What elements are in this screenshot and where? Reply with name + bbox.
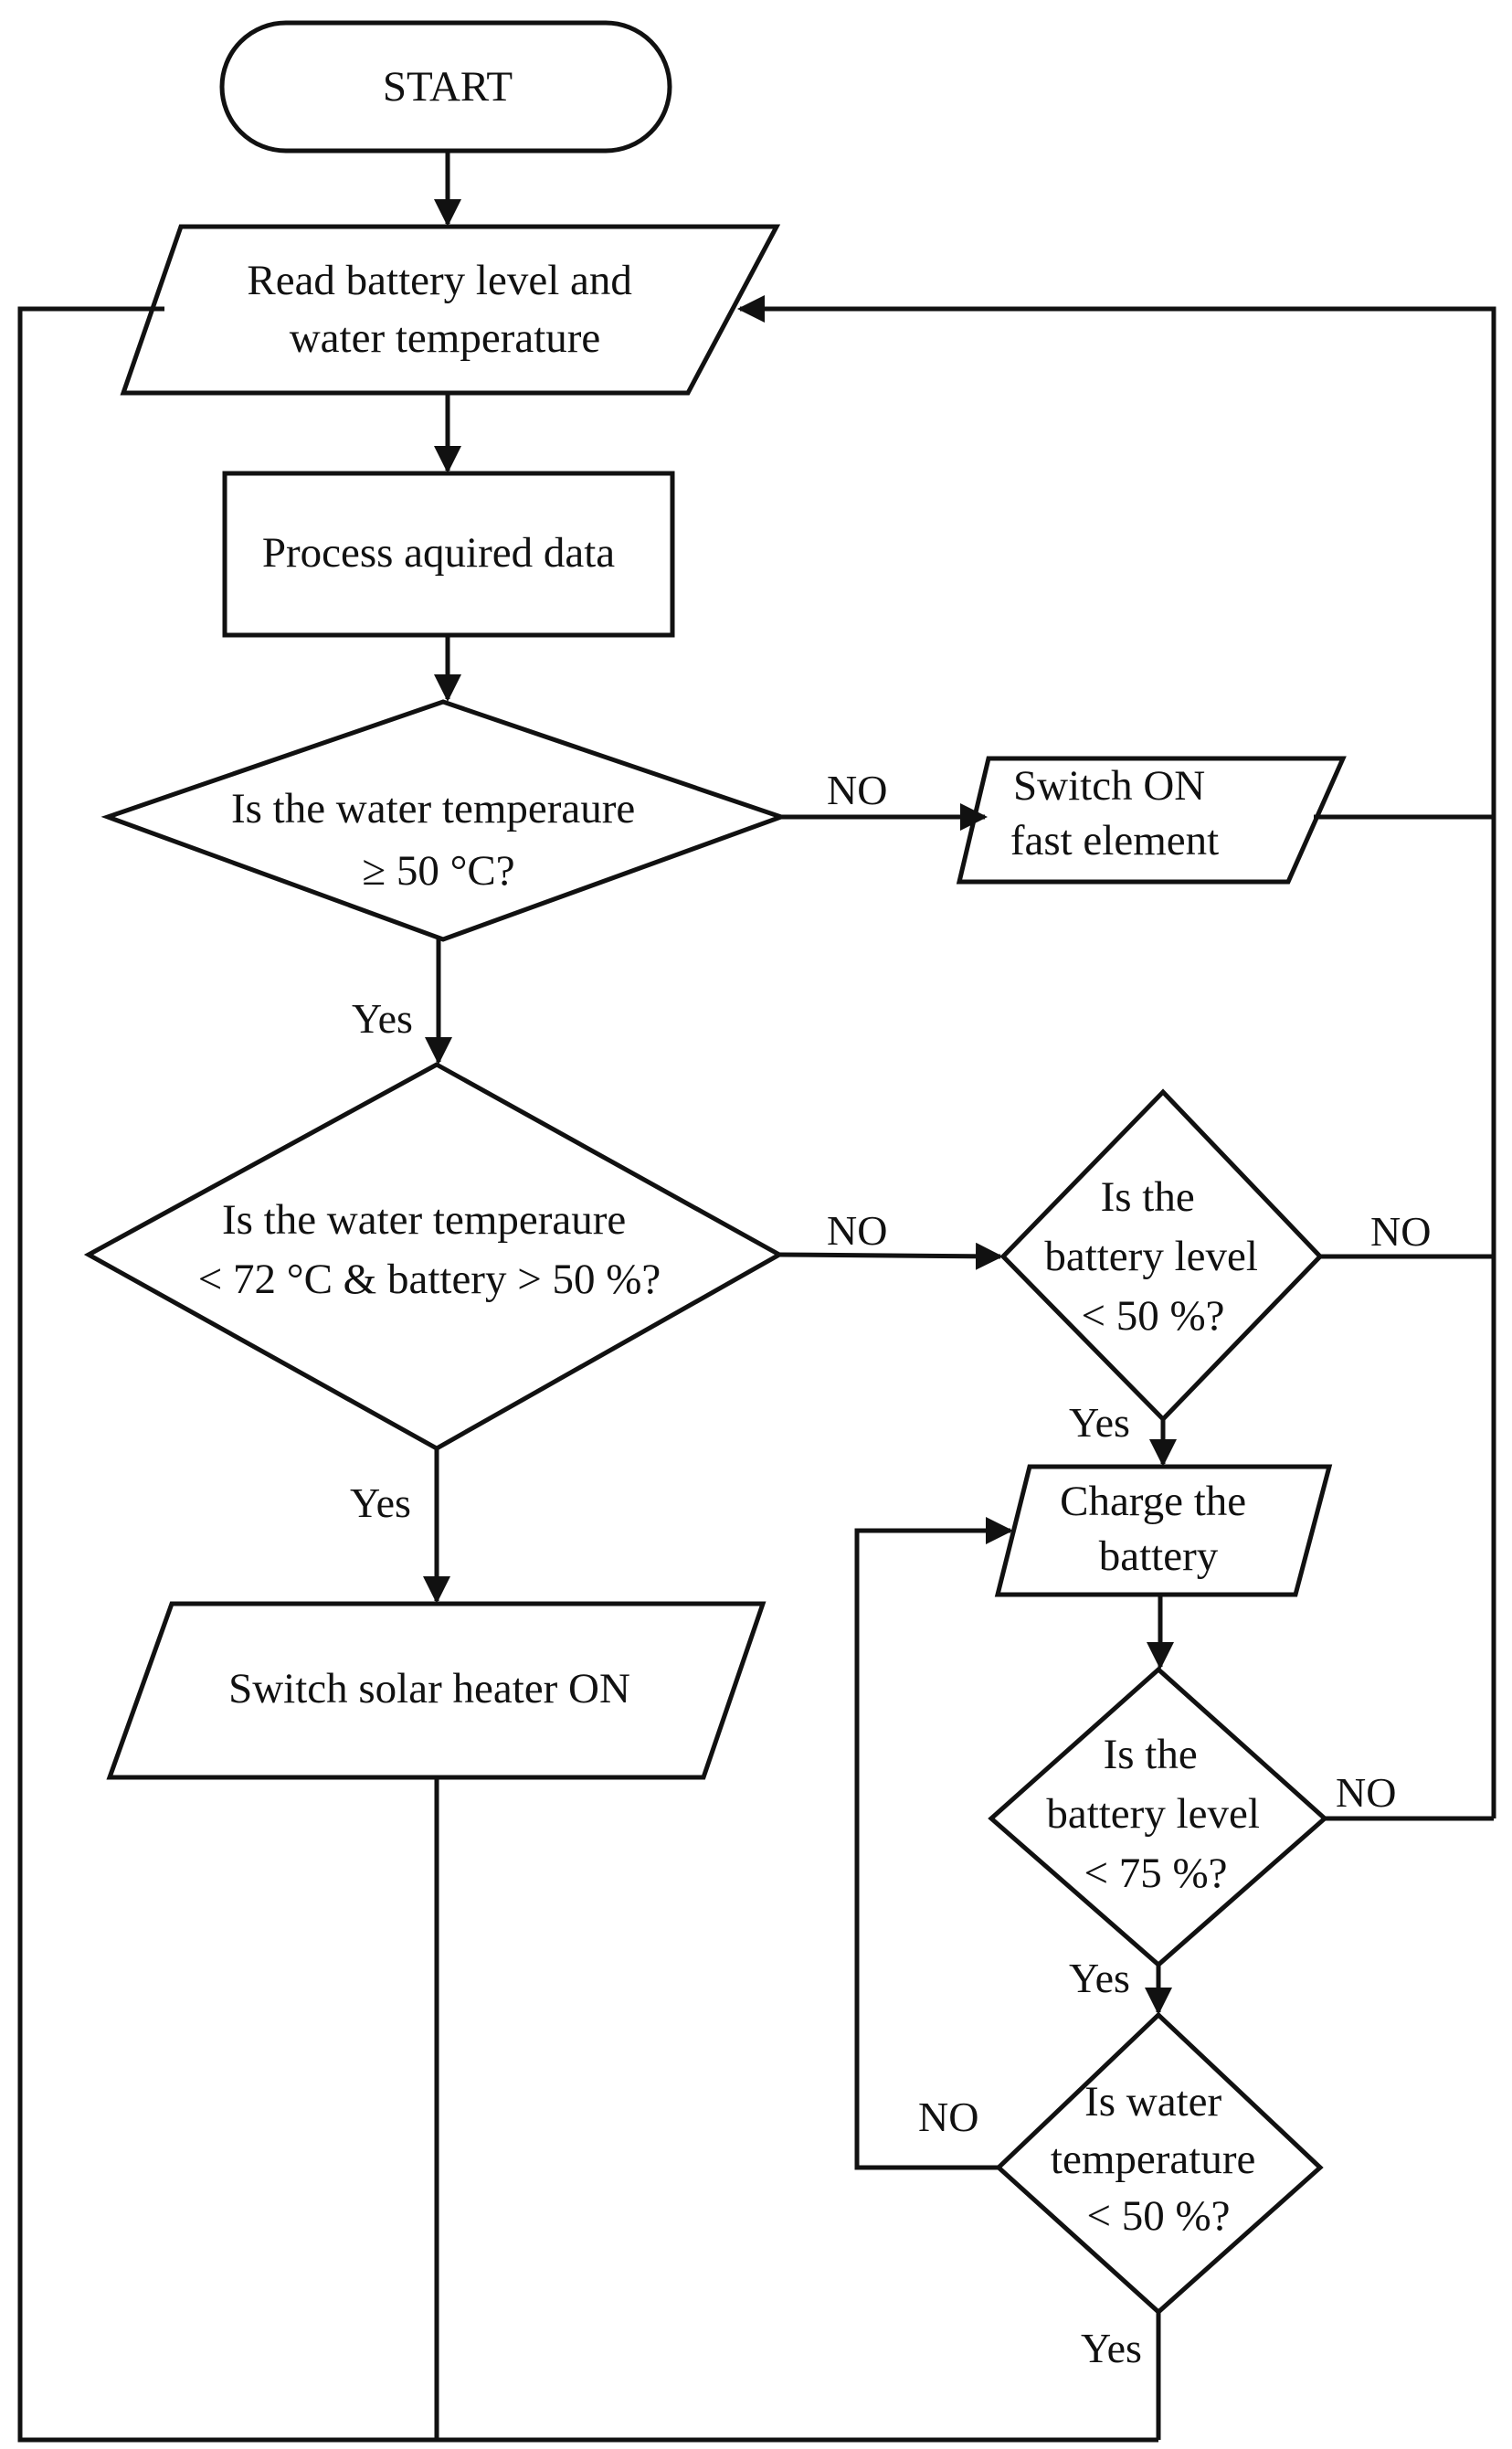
d2-no-label: NO <box>827 1207 887 1254</box>
solar-label: Switch solar heater ON <box>228 1665 630 1712</box>
fast-element-label: Switch ON fast element <box>1010 762 1219 864</box>
d1-yes-label: Yes <box>352 995 413 1042</box>
d1-no-label: NO <box>827 767 887 813</box>
d4-label: Is the battery level < 75 %? <box>1046 1731 1270 1897</box>
fast-element-parallelogram <box>956 756 1347 885</box>
solar-heater-parallelogram <box>106 1601 767 1780</box>
d2-yes-label: Yes <box>350 1479 411 1526</box>
loop-d5-no-to-charge <box>854 1517 1013 2170</box>
d1-label: Is the water temperaure ≥ 50 °C? <box>231 785 646 895</box>
start-label: START <box>383 63 513 111</box>
loop-right-return-to-read <box>737 295 1496 1818</box>
decision-water-temp-50 <box>100 699 788 942</box>
charge-battery-parallelogram <box>994 1464 1333 1597</box>
arrow-d2-no-to-d3 <box>778 1242 1003 1270</box>
d4-yes-label: Yes <box>1069 1955 1130 2001</box>
read-label: Read battery level and water temperature <box>247 257 642 362</box>
node-labels: START Read battery level and water tempe… <box>198 63 1270 2240</box>
loop-left-return-to-read <box>17 306 1158 2443</box>
nodes <box>83 20 1347 2316</box>
d5-yes-label: Yes <box>1081 2325 1142 2371</box>
d3-yes-label: Yes <box>1069 1399 1130 1446</box>
read-input-parallelogram <box>120 224 781 396</box>
process-label: Process aquired data <box>262 529 615 577</box>
edge-labels: NO Yes NO Yes NO Yes NO Yes NO Yes <box>350 767 1431 2371</box>
d5-no-label: NO <box>918 2094 978 2140</box>
d3-label: Is the battery level < 50 %? <box>1044 1173 1268 1340</box>
d2-label: Is the water temperaure < 72 °C & batter… <box>198 1196 661 1303</box>
connectors <box>17 151 1496 2443</box>
d4-no-label: NO <box>1336 1769 1396 1816</box>
process-box <box>222 471 675 638</box>
d3-no-label: NO <box>1370 1208 1431 1255</box>
charge-label: Charge the battery <box>1060 1478 1257 1580</box>
d5-label: Is water temperature < 50 %? <box>1051 2078 1266 2240</box>
